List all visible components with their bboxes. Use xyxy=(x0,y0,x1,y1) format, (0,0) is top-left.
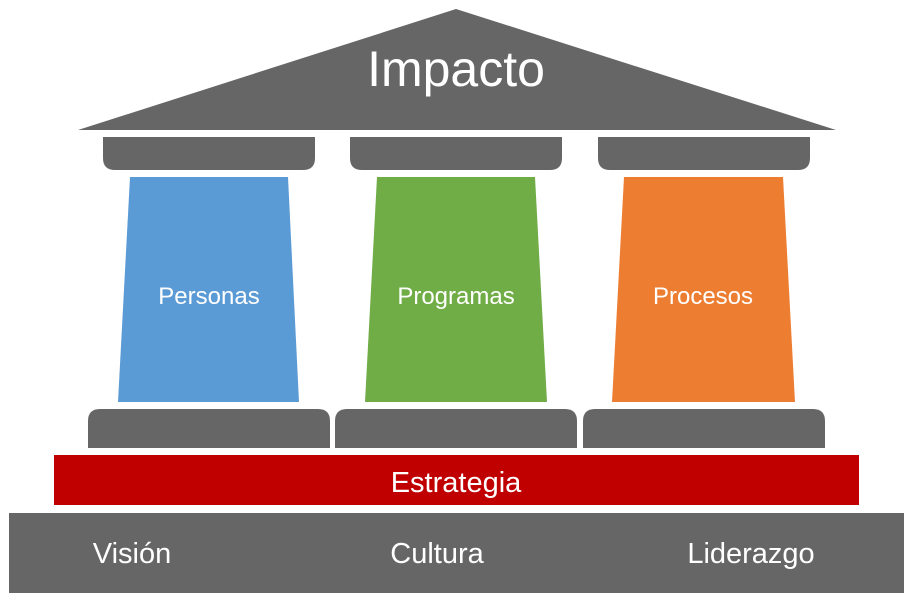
pillar-base-procesos xyxy=(583,409,825,448)
strategy-label: Estrategia xyxy=(391,467,522,499)
pillar-capital-programas xyxy=(350,137,562,170)
pillar-programas xyxy=(365,177,547,402)
pillar-base-programas xyxy=(335,409,577,448)
pillar-capital-personas xyxy=(103,137,315,170)
pillar-label-programas: Programas xyxy=(397,283,514,310)
pillar-capital-procesos xyxy=(598,137,810,170)
foundation-label-cultura: Cultura xyxy=(390,538,484,570)
foundation-label-liderazgo: Liderazgo xyxy=(687,538,814,570)
roof-label: Impacto xyxy=(367,41,545,97)
pillar-personas xyxy=(118,177,299,402)
strategy-bar xyxy=(54,455,859,505)
foundation-bar xyxy=(9,513,904,593)
roof xyxy=(78,9,836,130)
pillar-label-personas: Personas xyxy=(158,283,259,310)
pillar-base-personas xyxy=(88,409,330,448)
pillar-label-procesos: Procesos xyxy=(653,283,753,310)
pillar-procesos xyxy=(612,177,795,402)
foundation-label-vision: Visión xyxy=(93,538,171,570)
